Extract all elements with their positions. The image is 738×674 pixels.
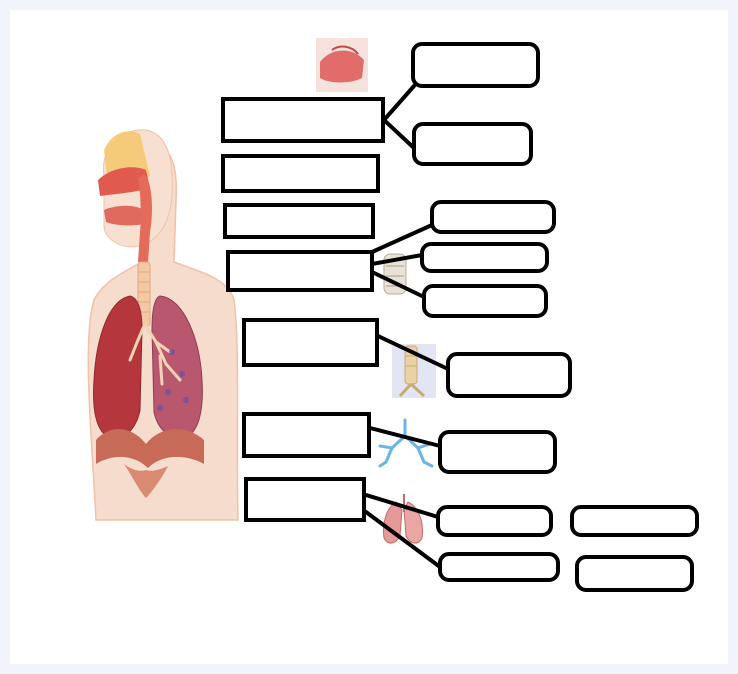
answer-box-5[interactable] (448, 354, 570, 396)
label-box-1[interactable] (223, 99, 383, 141)
torso-respiratory-illustration (88, 130, 238, 520)
label-box-5[interactable] (244, 320, 377, 365)
label-box-4[interactable] (228, 252, 372, 290)
answer-box-7a[interactable] (438, 507, 551, 535)
right-label-boxes (413, 44, 697, 590)
answer-box-7b[interactable] (440, 554, 558, 580)
label-box-7[interactable] (246, 479, 364, 520)
connector-1-lower (384, 120, 414, 148)
connector-1-upper (384, 86, 414, 120)
answer-box-4b[interactable] (422, 244, 547, 271)
label-box-6[interactable] (244, 414, 369, 456)
answer-box-8a[interactable] (572, 507, 697, 535)
respiratory-diagram (10, 10, 728, 664)
answer-box-8b[interactable] (577, 557, 692, 590)
answer-box-4a[interactable] (432, 202, 554, 232)
worksheet-canvas (10, 10, 728, 664)
answer-box-1b[interactable] (414, 124, 531, 164)
label-box-3[interactable] (225, 205, 373, 237)
nasal-cavity-thumbnail (316, 38, 368, 92)
label-box-2[interactable] (223, 156, 378, 191)
answer-box-1a[interactable] (413, 44, 538, 86)
answer-box-4c[interactable] (424, 286, 546, 316)
connector-7-lower (366, 512, 440, 567)
answer-box-6[interactable] (440, 432, 555, 472)
left-label-boxes (223, 99, 383, 520)
